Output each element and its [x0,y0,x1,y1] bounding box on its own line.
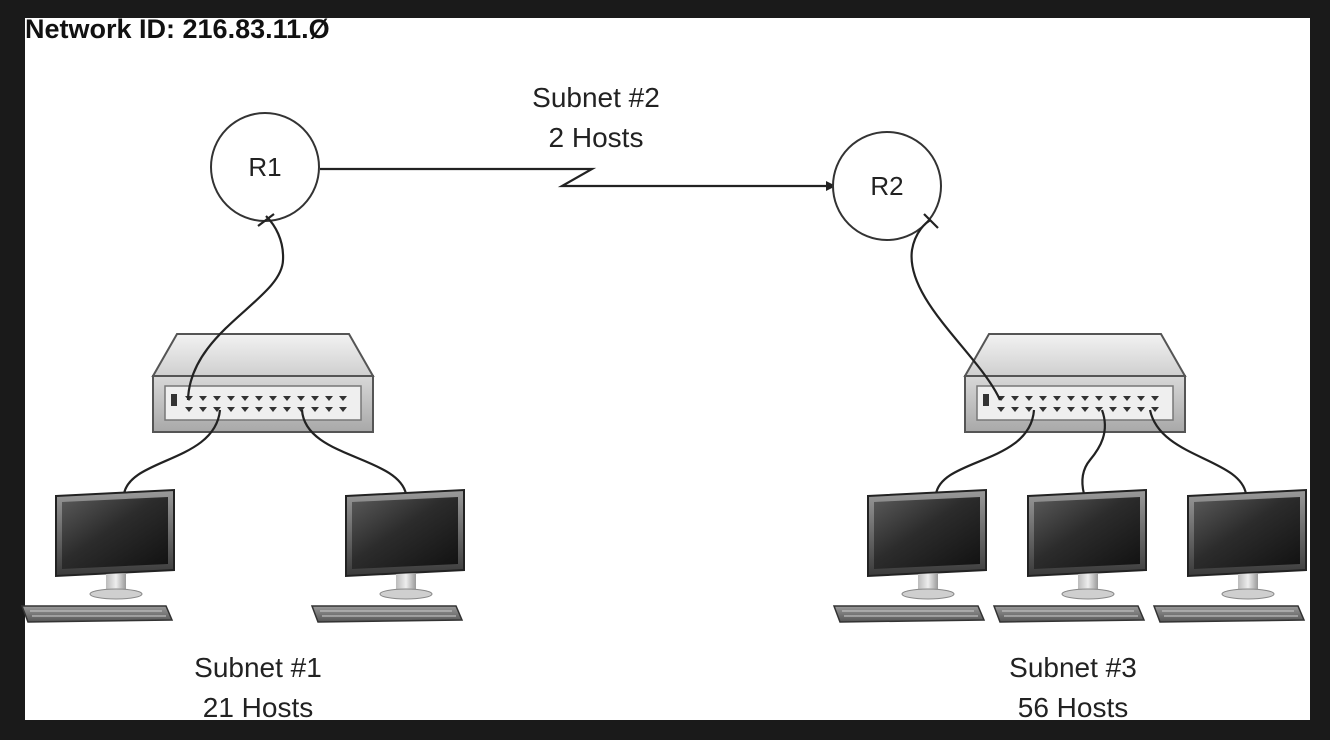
router-icon [832,131,942,241]
cable-to-pc5 [1148,409,1248,495]
frame-bottom [0,720,1330,740]
cable-to-pc4 [1081,409,1107,495]
wan-link [320,167,836,188]
cable-switch2-router2 [910,218,1002,401]
router-r1-label: R1 [248,152,281,182]
subnet-3-hosts: 56 Hosts [1017,692,1129,720]
subnet-3-label: Subnet #3 56 Hosts [983,648,1163,720]
router-r2-label: R2 [870,171,903,201]
router-r1: R1 [210,112,320,222]
network-id-title: Network ID: 216.83.11.Ø [25,14,330,44]
subnet-1-hosts: 21 Hosts [202,692,314,720]
cable-tick [257,213,275,227]
subnet-3-name: Subnet #3 [1009,652,1137,683]
cable-to-pc1 [122,409,222,495]
switch-icon [152,333,374,433]
subnet-1-label: Subnet #1 21 Hosts [168,648,348,720]
subnet-2-label: Subnet #2 2 Hosts [506,78,686,158]
switch-1 [152,333,374,433]
wan-link-arrow [826,181,836,191]
router-r2: R2 [832,131,942,241]
cable-to-pc2 [300,409,408,495]
cable-to-pc3 [934,409,1036,495]
cable-tick [923,213,939,229]
subnet-2-name: Subnet #2 [532,82,660,113]
subnet-1-name: Subnet #1 [194,652,322,683]
subnet-2-hosts: 2 Hosts [548,122,644,153]
cable-switch1-router1 [186,215,285,401]
